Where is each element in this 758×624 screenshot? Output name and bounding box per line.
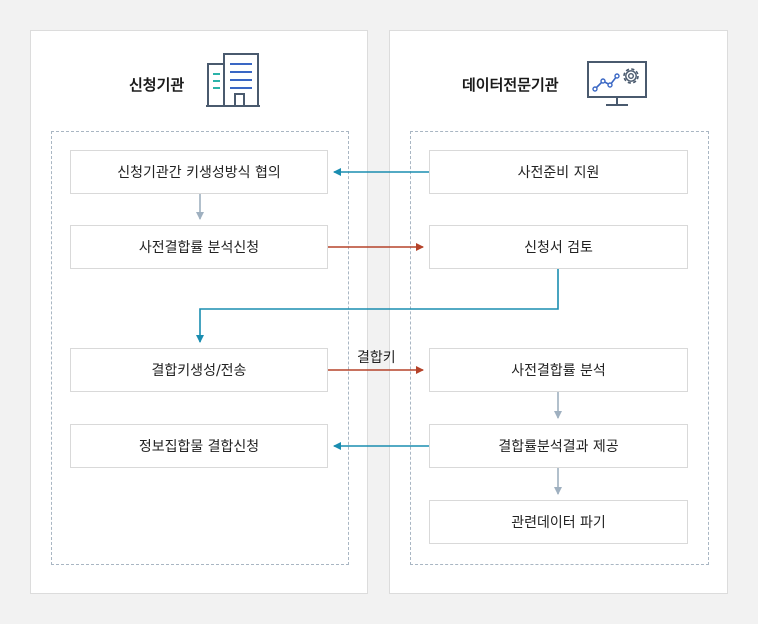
node-application-review: 신청서 검토 [429,225,688,269]
node-key-generate-send: 결합키생성/전송 [70,348,328,392]
building-icon [206,53,260,107]
expert-dashed-area [410,131,709,565]
arrow-review-to-keygen [196,269,559,343]
edge-label-key: 결합키 [357,350,396,366]
node-data-destroy: 관련데이터 파기 [429,500,688,544]
node-pre-rate-analysis: 사전결합률 분석 [429,348,688,392]
node-rate-result-provide: 결합률분석결과 제공 [429,424,688,468]
node-key-method-agreement: 신청기관간 키생성방식 협의 [70,150,328,194]
applicant-title: 신청기관 [129,76,185,94]
node-pre-rate-request: 사전결합률 분석신청 [70,225,328,269]
monitor-settings-icon [587,61,647,106]
node-merge-request: 정보집합물 결합신청 [70,424,328,468]
node-pre-support: 사전준비 지원 [429,150,688,194]
expert-title: 데이터전문기관 [462,76,559,94]
applicant-dashed-area [51,131,349,565]
applicant-panel: 신청기관 [30,30,368,594]
